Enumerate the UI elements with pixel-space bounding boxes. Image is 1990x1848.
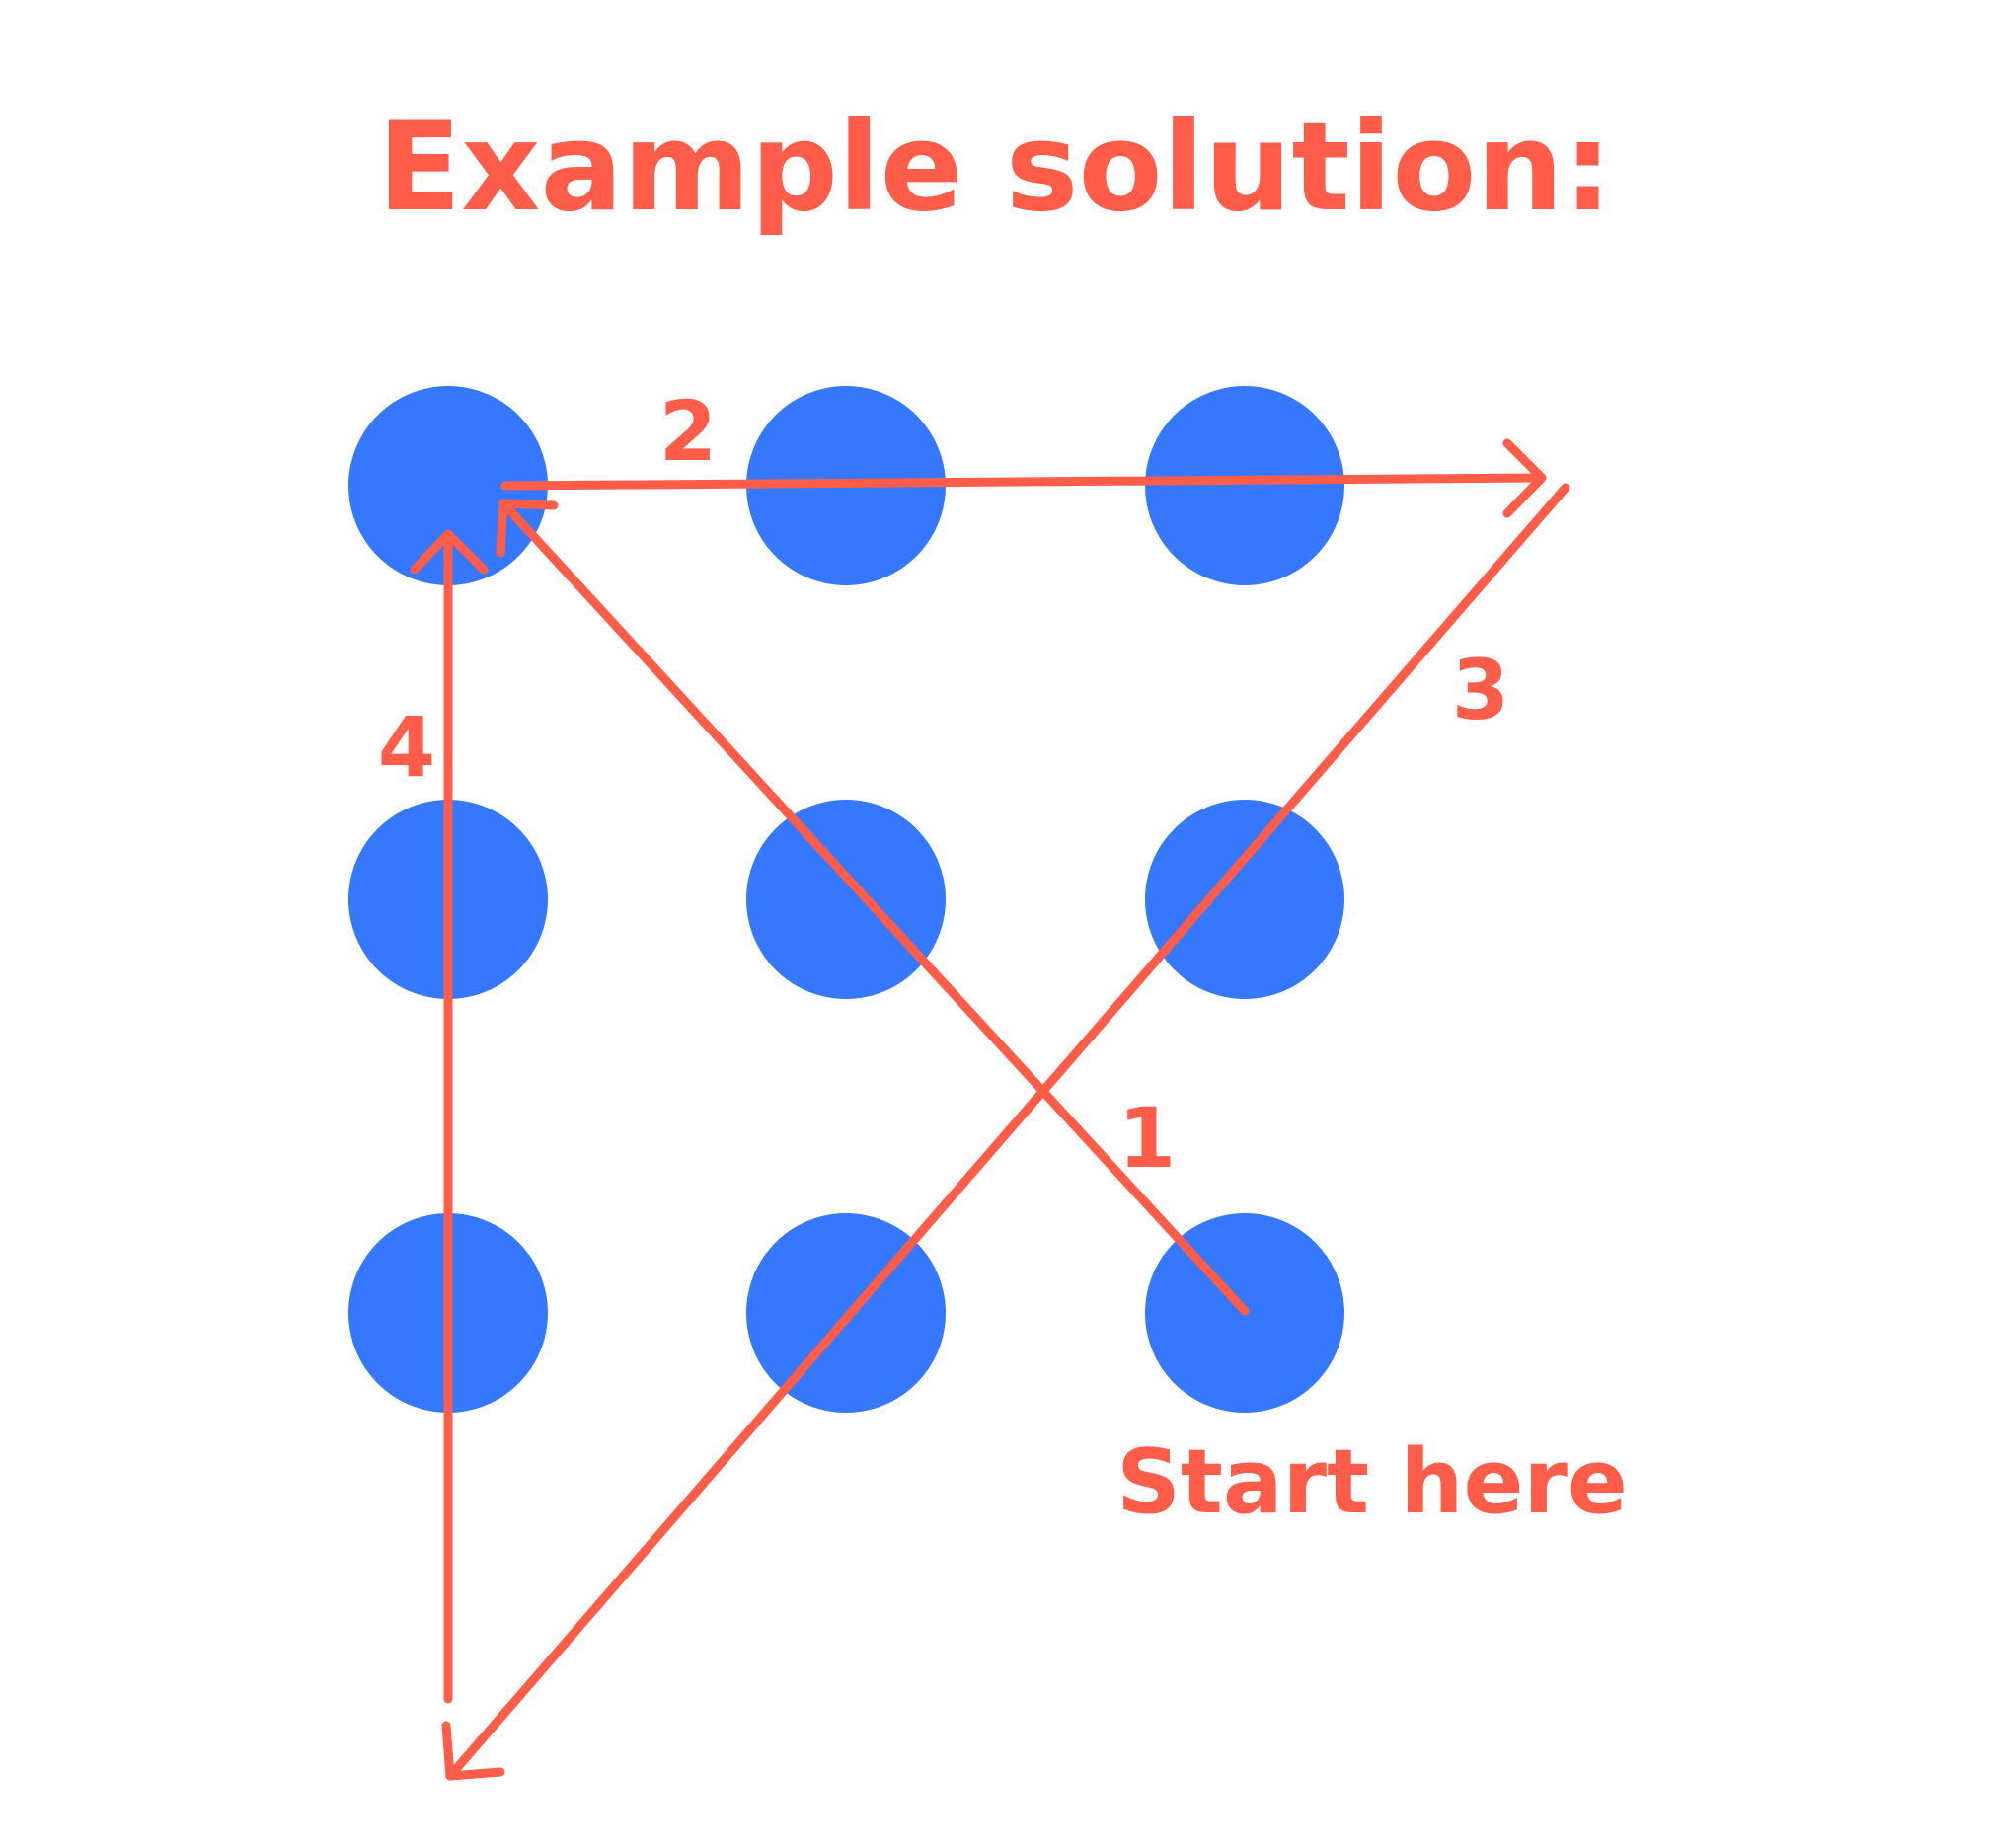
step-label-2: 2 xyxy=(659,383,717,480)
path-line-1 xyxy=(498,499,1250,1316)
start-here-label: Start here xyxy=(1116,1430,1628,1534)
arrowhead-4 xyxy=(410,529,489,575)
path-line-3 xyxy=(445,483,1570,1781)
step-label-1: 1 xyxy=(1118,1090,1176,1187)
dot-row2-col2 xyxy=(746,800,946,999)
step-label-3: 3 xyxy=(1452,642,1509,738)
arrowhead-3 xyxy=(441,1721,505,1781)
arrowhead-2 xyxy=(1502,438,1547,518)
diagram-title: Example solution: xyxy=(378,97,1613,239)
step-label-4: 4 xyxy=(378,699,435,796)
solution-path xyxy=(410,438,1570,1781)
path-line-2 xyxy=(500,473,1547,491)
dot-row1-col3 xyxy=(1145,386,1344,585)
arrowhead-1 xyxy=(496,499,559,558)
step-labels: 1 2 3 4 xyxy=(378,383,1509,1187)
dot-row2-col3 xyxy=(1145,800,1344,999)
